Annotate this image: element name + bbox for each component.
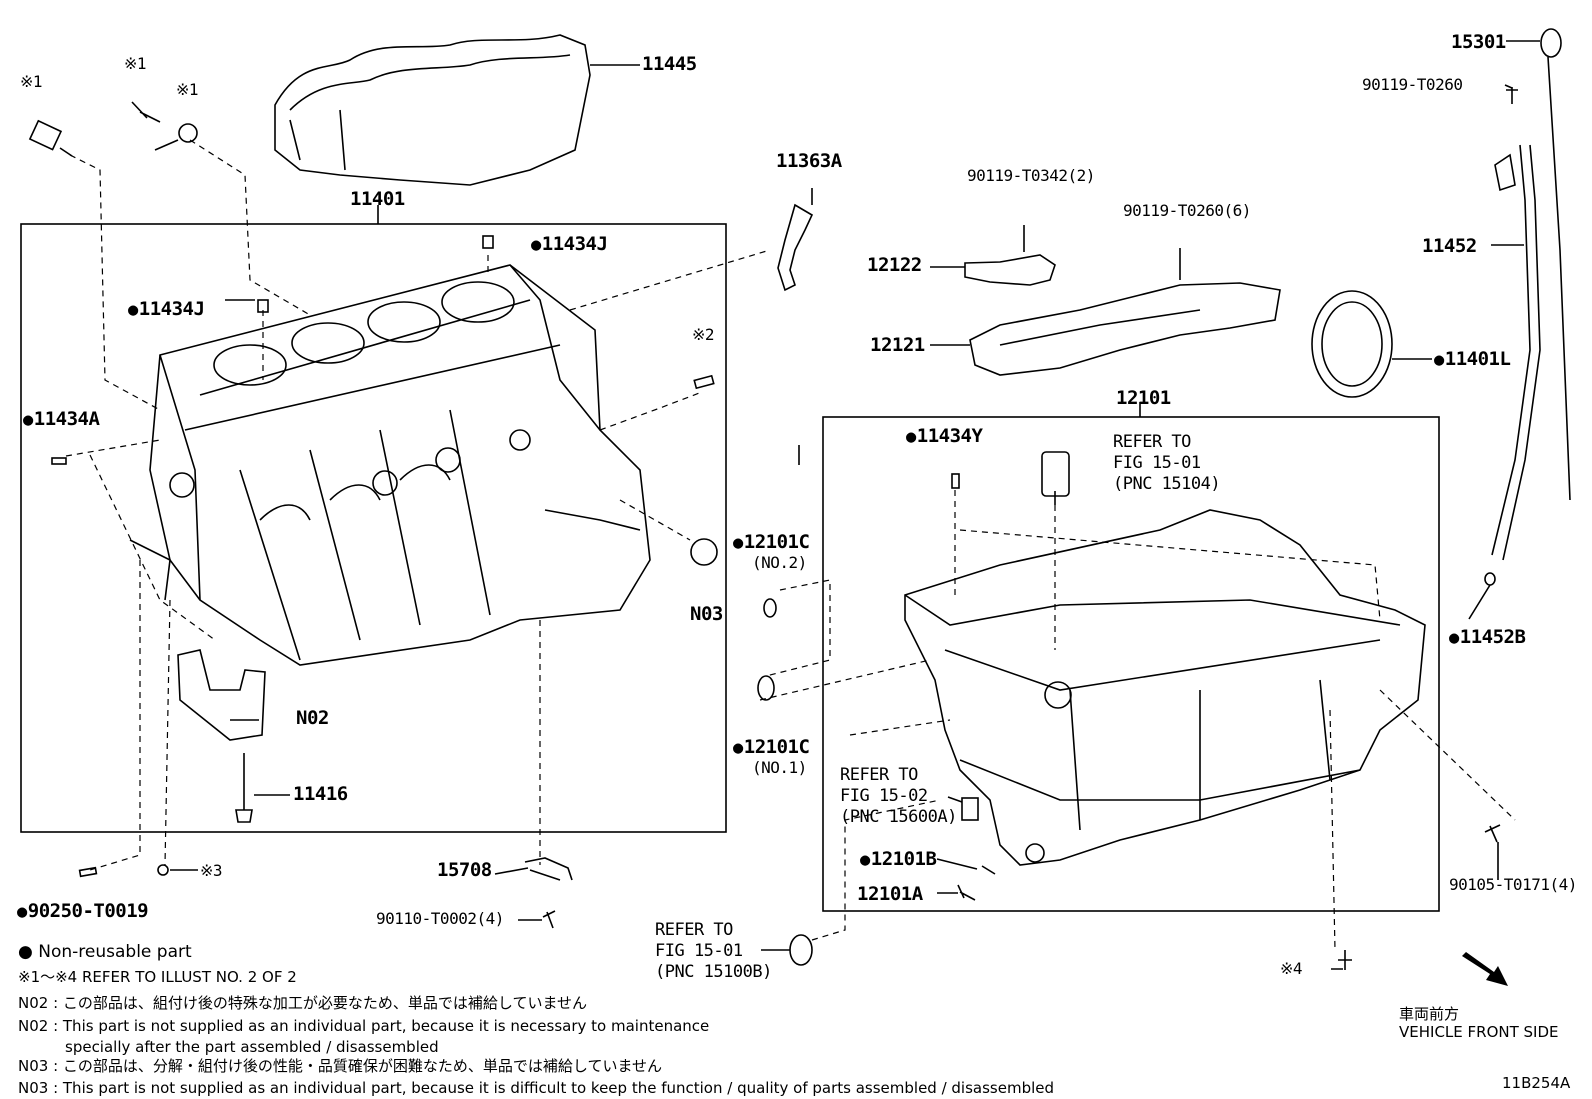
label-11434Y: 11434Y [906, 427, 983, 446]
note-n03-jp: N03 : この部品は、分解・組付け後の性能・品質確保が困難なため、単品では補給… [18, 1057, 663, 1075]
bolt-11416-drawing [235, 753, 253, 823]
label-11401L: 11401L [1434, 350, 1511, 369]
ref-fig-15-02: REFER TO FIG 15-02 (PNC 15600A) [840, 765, 957, 828]
mark2-label: ※2 [692, 325, 715, 344]
ref1-line3: (PNC 15104) [1113, 474, 1221, 494]
nut-mark3 [157, 864, 169, 876]
label-15708: 15708 [437, 859, 492, 881]
baffle-12121-drawing [969, 282, 1281, 376]
note-n02-en-2: specially after the part assembled / dis… [65, 1038, 439, 1056]
bullet-icon: ● [18, 942, 39, 962]
ref3-line2: FIG 15-01 [655, 941, 743, 961]
label-12101B: 12101B [860, 850, 937, 869]
dowel-11434J-top [482, 235, 494, 249]
label-12101: 12101 [1116, 387, 1171, 409]
vehicle-front-label: 車両前方 VEHICLE FRONT SIDE [1399, 1005, 1559, 1041]
dipstick-drawing [1484, 28, 1571, 586]
oring-12101C-no2 [763, 598, 777, 618]
label-12121: 12121 [870, 334, 925, 356]
ref-fig-15-01-oring: REFER TO FIG 15-01 (PNC 15100B) [655, 920, 772, 983]
oil-pan-12101-drawing [904, 509, 1426, 866]
sensor-parts-drawing [28, 101, 198, 157]
label-11434J-left: 11434J [128, 300, 205, 319]
label-11401: 11401 [350, 188, 405, 210]
label-11434J-top: 11434J [531, 235, 608, 254]
mark1-label-b: ※1 [124, 54, 147, 73]
oil-pan-box [822, 416, 1440, 912]
legend-nonreusable: ● Non-reusable part [18, 944, 192, 961]
label-12101C-no2: 12101C [733, 533, 810, 552]
label-11416: 11416 [293, 783, 348, 805]
bolt-12101A [957, 884, 976, 901]
ref1-line1: REFER TO [1113, 432, 1191, 452]
ref-fig-15-01-strainer: REFER TO FIG 15-01 (PNC 15104) [1113, 432, 1221, 495]
label-N02: N02 [296, 707, 329, 729]
label-no1: (NO.1) [752, 758, 807, 777]
label-11452: 11452 [1422, 235, 1477, 257]
cylinder-block-box [20, 223, 727, 833]
bolt-90110 [542, 910, 556, 929]
label-90119-T0260: 90119-T0260 [1362, 75, 1463, 94]
note-n03-en: N03 : This part is not supplied as an in… [18, 1079, 1055, 1097]
mark3-label: ※3 [200, 861, 223, 880]
label-90110: 90110-T0002(4) [376, 909, 504, 928]
vehicle-front-en: VEHICLE FRONT SIDE [1399, 1023, 1559, 1041]
plug-N03 [690, 538, 718, 566]
ref3-line1: REFER TO [655, 920, 733, 940]
ref3-line3: (PNC 15100B) [655, 962, 772, 982]
label-12101A: 12101A [857, 883, 923, 905]
seal-11401L-drawing [1311, 290, 1432, 398]
ref2-line2: FIG 15-02 [840, 786, 928, 806]
bolt-90105 [1484, 824, 1501, 843]
bolt-mark4 [1338, 950, 1352, 970]
pin-mark2 [693, 374, 715, 390]
bracket-11363A-drawing [777, 203, 814, 292]
mark1-label-c: ※1 [176, 80, 199, 99]
front-arrow-icon [1462, 952, 1508, 986]
ref1-line2: FIG 15-01 [1113, 453, 1201, 473]
label-N03: N03 [690, 603, 723, 625]
label-90119-T0260-6: 90119-T0260(6) [1123, 201, 1251, 220]
label-11434A: 11434A [23, 410, 100, 429]
oring-12101C-no1 [757, 675, 775, 701]
illustration-code: 11B254A [1502, 1074, 1571, 1092]
strainer-ref-drawing [1041, 451, 1070, 497]
note-n02-en-1: N02 : This part is not supplied as an in… [18, 1017, 710, 1035]
jet-15708-drawing [524, 857, 573, 881]
label-12122: 12122 [867, 254, 922, 276]
mark1-label-a: ※1 [20, 72, 43, 91]
dowel-90250 [78, 866, 98, 878]
mark4-label: ※4 [1280, 959, 1303, 978]
label-12101C-no1: 12101C [733, 738, 810, 757]
cylinder-block-drawing [129, 264, 651, 666]
insulator-11445-drawing [274, 34, 640, 186]
label-11452B: 11452B [1449, 628, 1526, 647]
legend-nonreusable-text: Non-reusable part [38, 942, 192, 962]
vehicle-front-jp: 車両前方 [1399, 1005, 1460, 1023]
oring-15100B [789, 934, 813, 966]
bolt-90119-top [1506, 87, 1518, 104]
label-90105: 90105-T0171(4) [1449, 875, 1577, 894]
dowel-11434A [51, 457, 67, 465]
note-n02-jp: N02 : この部品は、組付け後の特殊な加工が必要なため、単品では補給していませ… [18, 994, 588, 1012]
label-11363A: 11363A [776, 150, 842, 172]
ref2-line1: REFER TO [840, 765, 918, 785]
label-11445: 11445 [642, 53, 697, 75]
label-no2: (NO.2) [752, 553, 807, 572]
label-15301: 15301 [1451, 31, 1506, 53]
drain-ref-drawing [961, 797, 979, 821]
label-90250: 90250-T0019 [17, 902, 149, 921]
dowel-11434Y [951, 473, 960, 489]
plate-12122-drawing [964, 254, 1056, 286]
legend-refer-illust: ※1～※4 REFER TO ILLUST NO. 2 OF 2 [18, 968, 297, 986]
bolt-12101B [981, 865, 996, 875]
label-90119-T0342: 90119-T0342(2) [967, 166, 1095, 185]
cap-N02-drawing [177, 649, 266, 741]
ref2-line3: (PNC 15600A) [840, 807, 957, 827]
